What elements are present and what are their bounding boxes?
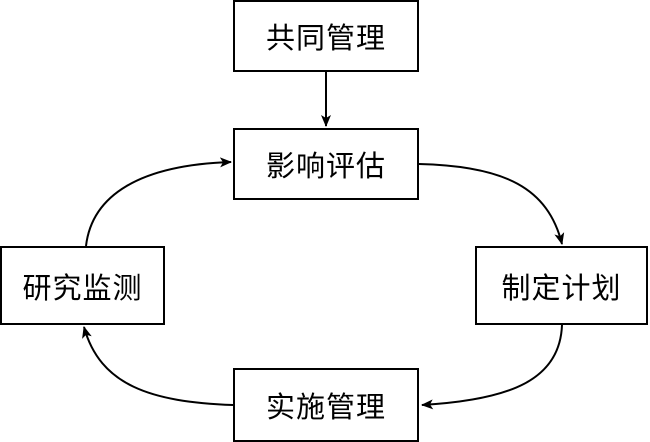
arrow-bottom-to-left bbox=[82, 326, 234, 406]
node-impact-assessment: 影响评估 bbox=[233, 128, 419, 200]
node-implement-management: 实施管理 bbox=[233, 368, 419, 442]
node-co-management: 共同管理 bbox=[233, 0, 419, 72]
arrow-center-to-right bbox=[418, 163, 565, 245]
arrow-right-to-bottom bbox=[421, 324, 563, 410]
arrow-left-to-center bbox=[85, 157, 232, 247]
node-research-monitoring: 研究监测 bbox=[0, 246, 165, 325]
node-make-plan: 制定计划 bbox=[475, 246, 648, 325]
